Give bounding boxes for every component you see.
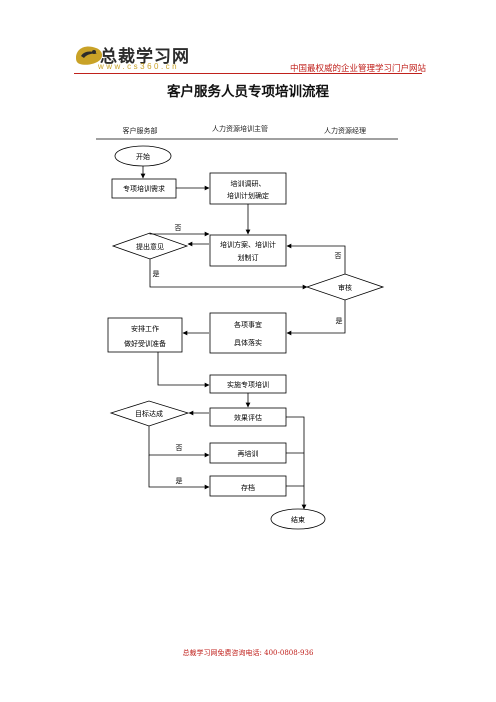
edge-label-yes-suggest: 是 bbox=[153, 270, 160, 278]
prepare-label-2: 具体落实 bbox=[234, 338, 262, 347]
suggest-label: 提出意见 bbox=[136, 242, 164, 251]
edge-review-yes bbox=[286, 300, 346, 336]
site-tagline: 中国最权威的企业管理学习门户网站 bbox=[290, 63, 427, 73]
arrange-label-2: 做好受训准备 bbox=[124, 339, 166, 348]
footer-contact: 总裁学习网免费咨询电话: 400-0808-936 bbox=[182, 649, 314, 657]
logo-name: 总裁学习网 bbox=[100, 47, 190, 66]
need-box bbox=[111, 178, 177, 199]
edge-arrange-implement bbox=[157, 352, 210, 388]
edge-goal-yes bbox=[148, 455, 210, 490]
edge-suggest-yes bbox=[149, 259, 308, 290]
logo-icon bbox=[76, 46, 103, 65]
edge-review-no bbox=[286, 243, 346, 274]
edge-label-no-review: 否 bbox=[335, 252, 342, 260]
archive-label: 存档 bbox=[241, 483, 255, 492]
review-label: 审核 bbox=[338, 283, 352, 292]
lane-customer-service: 客户服务部 bbox=[123, 126, 158, 135]
lane-hr-training: 人力资源培训主管 bbox=[212, 124, 268, 133]
evaluate-label: 效果评估 bbox=[234, 413, 262, 422]
lane-hr-manager: 人力资源经理 bbox=[324, 126, 366, 135]
edge-to-end bbox=[286, 416, 307, 510]
plan-box bbox=[209, 234, 287, 267]
research-label-2: 培训计划确定 bbox=[227, 191, 269, 200]
prepare-label-1: 各项事宜 bbox=[234, 320, 262, 329]
edge-suggest-no bbox=[149, 231, 210, 237]
arrange-label-1: 安排工作 bbox=[131, 324, 159, 333]
logo-url: www.cs360.cn bbox=[98, 62, 180, 71]
edge-label-no-top: 否 bbox=[175, 224, 182, 232]
implement-label: 实施专项培训 bbox=[227, 380, 269, 389]
research-label-1: 培训调研、 bbox=[231, 179, 266, 188]
end-label: 结束 bbox=[291, 515, 305, 524]
retrain-label: 再培训 bbox=[238, 449, 259, 458]
page-title: 客户服务人员专项培训流程 bbox=[167, 84, 329, 99]
plan-label-2: 划制订 bbox=[238, 253, 259, 262]
goal-diamond bbox=[109, 400, 190, 427]
header-rule bbox=[74, 73, 422, 74]
end-node bbox=[270, 508, 326, 530]
edge-label-no-goal: 否 bbox=[176, 444, 183, 452]
plan-label-1: 培训方案、培训计 bbox=[220, 240, 276, 249]
suggest-diamond bbox=[111, 232, 189, 260]
edge-label-yes-goal: 是 bbox=[176, 477, 183, 485]
prepare-box bbox=[209, 312, 287, 354]
start-label: 开始 bbox=[136, 152, 150, 161]
edge-label-yes-review: 是 bbox=[336, 317, 343, 325]
review-diamond bbox=[305, 273, 385, 301]
goal-label: 目标达成 bbox=[135, 409, 163, 418]
need-label: 专项培训需求 bbox=[123, 184, 165, 193]
arrange-box bbox=[107, 317, 183, 353]
